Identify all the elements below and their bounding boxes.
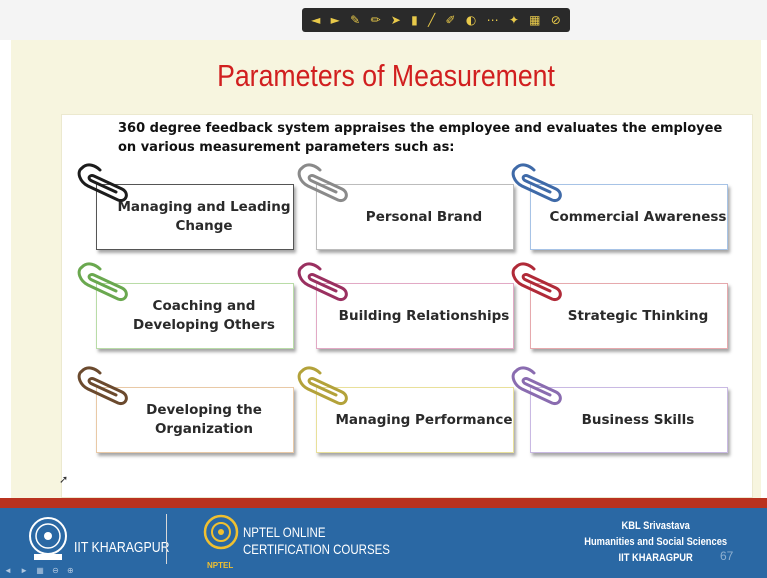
slide: Parameters of Measurement 360 degree fee… — [11, 40, 761, 498]
pointer-icon[interactable]: ✎ — [350, 13, 361, 27]
parameter-card-label: Strategic Thinking — [567, 307, 709, 324]
parameter-card: Business Skills — [530, 387, 728, 453]
content-panel: 360 degree feedback system appraises the… — [61, 114, 753, 498]
parameter-card-label: Developing the Organization — [146, 402, 262, 437]
paperclip-icon — [511, 163, 562, 203]
nptel-small-label: NPTEL — [207, 561, 234, 570]
paperclip-icon — [77, 262, 128, 302]
highlighter-icon[interactable]: ▮ — [411, 13, 418, 27]
parameter-card-label: Coaching and Developing Others — [133, 298, 275, 333]
presentation-toolbar: ◄ ► ✎ ✏ ➤ ▮ ╱ ✐ ◐ ⋯ ✦ ▦ ⊘ — [302, 8, 570, 32]
footer-banner: IIT KHARAGPUR NPTEL NPTEL ONLINE CERTIFI… — [0, 498, 767, 578]
footer-divider — [166, 514, 167, 564]
arrow-icon[interactable]: ➤ — [390, 13, 401, 27]
page-number: 67 — [720, 549, 734, 563]
nptel-title-line2: CERTIFICATION COURSES — [243, 541, 390, 557]
footer-accent-line — [0, 498, 767, 508]
parameter-card-label: Commercial Awareness — [549, 208, 727, 225]
parameter-card-label: Personal Brand — [365, 208, 483, 225]
line-icon[interactable]: ╱ — [427, 13, 436, 27]
slide-title: Parameters of Measurement — [217, 58, 555, 93]
parameter-card-label: Business Skills — [581, 411, 695, 428]
paperclip-icon — [77, 366, 128, 406]
pen-icon[interactable]: ✏ — [370, 13, 381, 27]
nptel-title-line1: NPTEL ONLINE — [243, 524, 326, 540]
intro-text: 360 degree feedback system appraises the… — [118, 121, 723, 155]
parameter-card: Managing and Leading Change — [96, 184, 294, 250]
marker-icon[interactable]: ✐ — [445, 13, 456, 27]
parameter-card: Managing Performance — [316, 387, 514, 453]
laser-icon[interactable]: ✦ — [508, 13, 519, 27]
speaker-department: Humanities and Social Sciences — [584, 536, 727, 548]
parameter-card-label: Managing and Leading Change — [117, 199, 291, 234]
paperclip-icon — [297, 163, 348, 203]
parameter-card-label: Managing Performance — [335, 411, 513, 428]
parameter-card: Developing the Organization — [96, 387, 294, 453]
mouse-cursor-icon: ➚ — [59, 474, 69, 486]
paperclip-icon — [511, 366, 562, 406]
speaker-name: KBL Srivastava — [621, 520, 690, 532]
speaker-info: KBL Srivastava Humanities and Social Sci… — [584, 518, 727, 566]
menu-icon[interactable]: ⊘ — [550, 13, 561, 27]
paperclip-icon — [297, 262, 348, 302]
iit-logo-icon — [29, 517, 67, 560]
paperclip-icon — [297, 366, 348, 406]
grid-icon[interactable]: ▦ — [529, 13, 541, 27]
parameter-card: Building Relationships — [316, 283, 514, 349]
eraser-icon[interactable]: ◐ — [465, 13, 477, 27]
parameter-card-label: Building Relationships — [338, 307, 510, 324]
paperclip-icon — [77, 163, 128, 203]
dots-icon[interactable]: ⋯ — [486, 13, 499, 27]
paperclip-icon — [511, 262, 562, 302]
parameter-card: Commercial Awareness — [530, 184, 728, 250]
institute-name: IIT KHARAGPUR — [74, 539, 170, 556]
parameter-card: Coaching and Developing Others — [96, 283, 294, 349]
next-icon[interactable]: ► — [330, 13, 340, 27]
speaker-institute: IIT KHARAGPUR — [618, 552, 693, 564]
parameter-card: Strategic Thinking — [530, 283, 728, 349]
parameter-card: Personal Brand — [316, 184, 514, 250]
nptel-logo-icon — [203, 514, 239, 550]
slide-nav-icons[interactable]: ◄ ► ▦ ⊖ ⊕ — [4, 566, 77, 575]
prev-icon[interactable]: ◄ — [311, 13, 321, 27]
